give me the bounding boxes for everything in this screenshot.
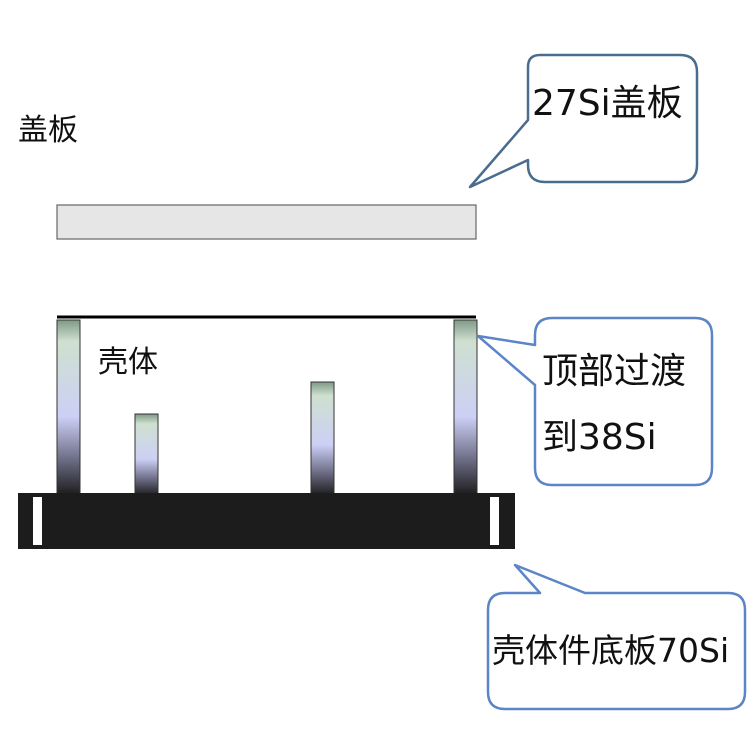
callout-base-material-text: 壳体件底板70Si	[492, 631, 729, 670]
housing-left-wall	[56, 319, 81, 497]
callout-bubble	[476, 316, 714, 487]
cover-plate-label: 盖板	[18, 113, 78, 148]
housing-inner-post-right	[310, 381, 335, 497]
housing-inner-post-left	[134, 413, 159, 497]
base-plate	[18, 493, 515, 549]
callout-bubble	[486, 563, 747, 711]
callout-bubble	[468, 53, 699, 189]
callout-cover-material: 27Si盖板	[468, 53, 699, 189]
base-plate-left-gap	[33, 497, 42, 545]
callout-top-transition-line1: 顶部过渡	[542, 351, 686, 392]
cover-plate	[56, 204, 477, 240]
callout-top-transition-line2: 到38Si	[542, 417, 657, 458]
callout-top-transition: 顶部过渡 到38Si	[476, 316, 714, 487]
housing-right-wall	[453, 319, 478, 497]
housing-label: 壳体	[98, 345, 158, 380]
callout-base-material: 壳体件底板70Si	[486, 563, 747, 711]
base-plate-right-gap	[490, 497, 499, 545]
callout-cover-material-text: 27Si盖板	[532, 83, 683, 124]
